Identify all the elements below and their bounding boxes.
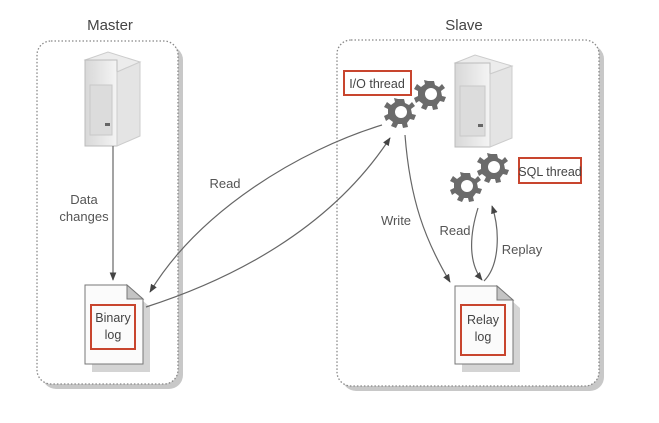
sql-thread-label: SQL thread — [518, 165, 582, 179]
slave-server-icon — [453, 54, 514, 148]
write-arrow — [404, 134, 451, 283]
binary-log-highlight — [90, 304, 136, 350]
slave-title: Slave — [445, 17, 483, 34]
relay-log-highlight — [460, 304, 506, 356]
sql-read-arrow — [471, 207, 483, 281]
relay-log-label-line2: log — [475, 330, 492, 344]
replay-label: Replay — [502, 242, 543, 257]
read-request-arrow — [149, 124, 383, 293]
master-title: Master — [87, 17, 133, 34]
slave-panel — [336, 39, 604, 391]
io-thread-label: I/O thread — [349, 77, 405, 91]
replay-arrow — [483, 205, 498, 282]
io-thread-highlight — [343, 70, 412, 96]
relay-log-label-line1: Relay — [467, 313, 500, 327]
network-read-label: Read — [209, 176, 240, 191]
data-changes-label-line1: Data — [70, 192, 98, 207]
data-changes-label-line2: changes — [59, 209, 109, 224]
sql-thread-highlight — [518, 157, 582, 184]
binary-log-document — [84, 283, 150, 372]
write-label: Write — [381, 213, 411, 228]
binary-log-label-line2: log — [105, 328, 122, 342]
sql-read-label: Read — [439, 223, 470, 238]
master-server-icon — [83, 51, 142, 147]
binlog-transfer-arrow — [145, 137, 391, 308]
binary-log-label-line1: Binary — [95, 311, 131, 325]
relay-log-document — [454, 284, 520, 372]
